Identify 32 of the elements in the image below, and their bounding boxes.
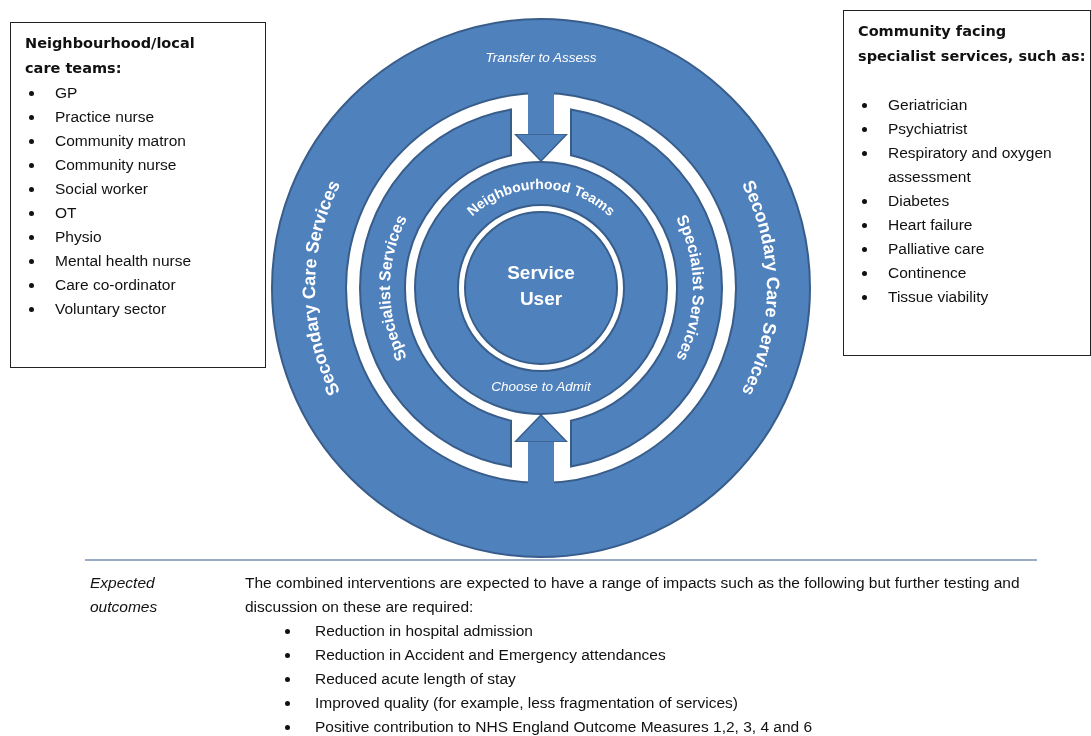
- list-item: Physio: [55, 227, 103, 247]
- list-item: GP: [55, 83, 79, 103]
- text-panel: [843, 10, 1091, 356]
- list-item: Positive contribution to NHS England Outcome Measures 1,2, 3, 4 and 6: [315, 717, 814, 736]
- list-item: Practice nurse: [55, 107, 156, 127]
- list-item: Diabetes: [888, 191, 951, 211]
- panel-heading: Community facing specialist services, such as:: [858, 22, 1087, 66]
- paragraph: The combined interventions are expected to have a range of impacts such as the following but further testing and discussion on these are required:: [245, 573, 1021, 617]
- list-item: Palliative care: [888, 239, 986, 259]
- list-item: Community nurse: [55, 155, 178, 175]
- list-item: Tissue viability: [888, 287, 990, 307]
- list-item: Heart failure: [888, 215, 974, 235]
- list-item: Psychiatrist: [888, 119, 969, 139]
- edge-label: Choose to Admit: [491, 379, 591, 394]
- text-panel: [10, 22, 266, 368]
- list-item: Community matron: [55, 131, 187, 151]
- list-item: Respiratory and oxygen assessment: [888, 143, 1053, 187]
- list-item: Care co-ordinator: [55, 275, 177, 295]
- edge-label: Transfer to Assess: [485, 50, 597, 65]
- list-item: OT: [55, 203, 78, 223]
- list-item: Geriatrician: [888, 95, 969, 115]
- list-item: Mental health nurse: [55, 251, 193, 271]
- list-item: Social worker: [55, 179, 150, 199]
- list-item: Reduction in Accident and Emergency attendances: [315, 645, 667, 665]
- list-item: Improved quality (for example, less fragmentation of services): [315, 693, 739, 713]
- list-item: Reduction in hospital admission: [315, 621, 534, 641]
- list-item: Reduced acute length of stay: [315, 669, 517, 689]
- list-item: Voluntary sector: [55, 299, 168, 319]
- side-heading: Expected outcomes: [90, 573, 159, 617]
- panel-heading: Neighbourhood/local care teams:: [25, 34, 196, 78]
- list-item: Continence: [888, 263, 968, 283]
- circle-label: Service User: [506, 261, 576, 311]
